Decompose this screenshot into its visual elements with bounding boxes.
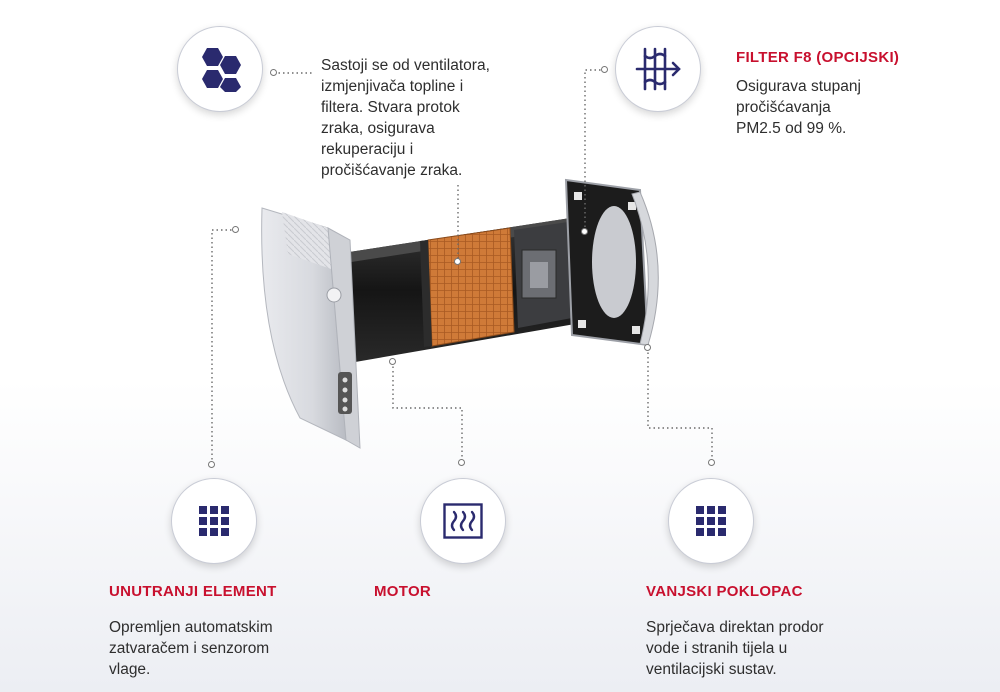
filter-title: FILTER F8 (OPCIJSKI) bbox=[736, 49, 900, 66]
leader-dot bbox=[232, 226, 239, 233]
leader-dot bbox=[708, 459, 715, 466]
motor-title: MOTOR bbox=[374, 583, 432, 600]
ventilator-icon-circle bbox=[177, 26, 263, 112]
leader-dot bbox=[644, 344, 651, 351]
inner-element-title: UNUTRANJI ELEMENT bbox=[109, 583, 277, 600]
leader-dot bbox=[581, 228, 588, 235]
outer-cover-title: VANJSKI POKLOPAC bbox=[646, 583, 803, 600]
leader-dot bbox=[270, 69, 277, 76]
filter-icon bbox=[635, 47, 681, 91]
outer-cover-icon-circle bbox=[668, 478, 754, 564]
filter-description: Osigurava stupanj pročišćavanja PM2.5 od… bbox=[736, 78, 861, 137]
hexagon-cells-icon bbox=[202, 48, 241, 92]
ventilator-description: Sastoji se od ventilatora, izmjenjivača … bbox=[321, 57, 490, 179]
outer-cover bbox=[631, 191, 659, 346]
filter-icon-circle bbox=[615, 26, 701, 112]
leader-dot bbox=[389, 358, 396, 365]
inner-element-description: Opremljen automatskim zatvaračem i senzo… bbox=[109, 619, 273, 678]
leader-dot bbox=[454, 258, 461, 265]
outer-cover-description: Sprječava direktan prodor vode i stranih… bbox=[646, 619, 824, 678]
grid-icon bbox=[696, 506, 726, 536]
inner-element-icon-circle bbox=[171, 478, 257, 564]
heat-exchanger bbox=[427, 227, 515, 347]
leader-dot bbox=[458, 459, 465, 466]
leader-lines bbox=[211, 69, 713, 465]
grid-icon bbox=[199, 506, 229, 536]
motor-icon-circle bbox=[420, 478, 506, 564]
heat-waves-icon bbox=[443, 503, 483, 539]
leader-dot bbox=[601, 66, 608, 73]
leader-dot bbox=[208, 461, 215, 468]
